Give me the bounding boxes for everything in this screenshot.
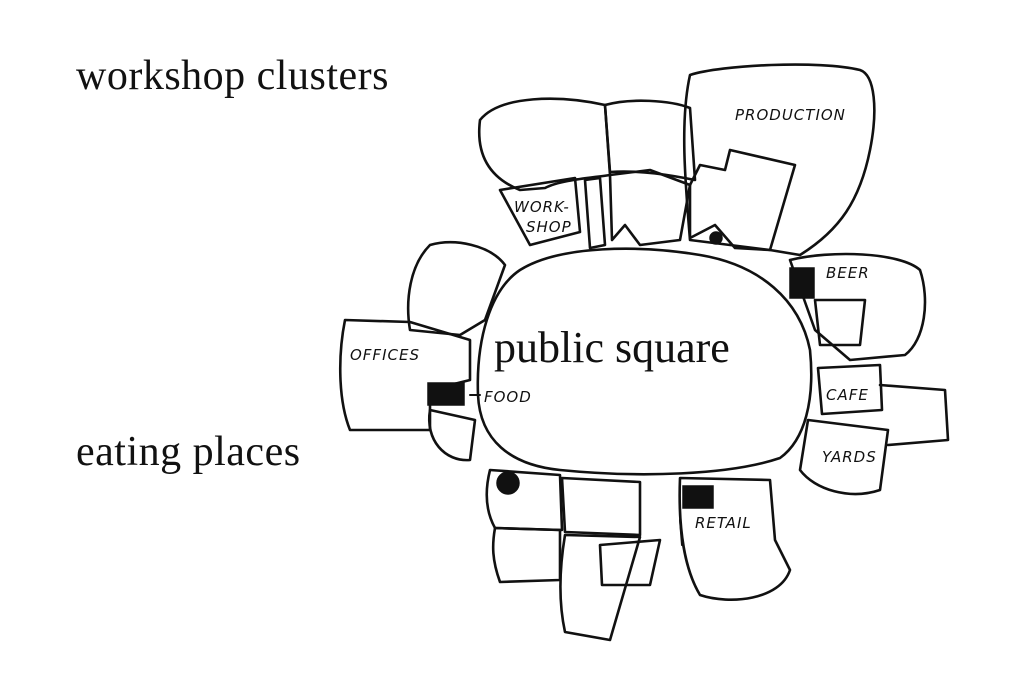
- left-block-upper: [406, 241, 507, 337]
- caption-eating-places: eating places: [76, 429, 301, 475]
- right-block-mid: [813, 298, 867, 347]
- bottom-block-lower-left: [491, 526, 562, 584]
- workshop-block-center-2: [688, 148, 797, 252]
- workshop-label-line1: WORK-: [514, 198, 570, 216]
- workshop-small-block: [498, 176, 582, 247]
- cafe-label: CAFE: [826, 386, 869, 404]
- food-label: FOOD: [484, 388, 532, 406]
- bottom-block-lower-mid: [559, 533, 642, 642]
- workshop-block-top-mid: [603, 99, 697, 182]
- workshop-label-line2: SHOP: [526, 218, 572, 236]
- food-marker: [427, 382, 465, 406]
- bottom-marker-left: [496, 471, 520, 495]
- retail-label: RETAIL: [695, 514, 752, 532]
- yards-block: [798, 418, 890, 496]
- production-label: PRODUCTION: [735, 106, 846, 124]
- workshop-dot-marker: [709, 231, 723, 245]
- offices-label: OFFICES: [350, 346, 420, 364]
- left-block-lower: [427, 408, 477, 462]
- offices-block: [338, 318, 472, 432]
- beer-marker: [789, 267, 815, 299]
- right-block-outer: [878, 383, 950, 447]
- bottom-block-mid: [560, 476, 642, 537]
- caption-workshop-clusters: workshop clusters: [76, 53, 389, 99]
- workshop-block-top-left: [477, 97, 612, 192]
- retail-arrow: [679, 519, 683, 546]
- yards-label: YARDS: [822, 448, 877, 466]
- retail-marker: [682, 485, 714, 509]
- public-square-label: public square: [494, 323, 730, 372]
- beer-label: BEER: [826, 264, 870, 282]
- beer-block: [788, 252, 927, 362]
- workshop-block-center-3: [583, 176, 607, 250]
- cafe-block: [816, 363, 884, 416]
- bottom-block-mid-right: [598, 538, 662, 587]
- workshop-block-center-1: [608, 168, 692, 247]
